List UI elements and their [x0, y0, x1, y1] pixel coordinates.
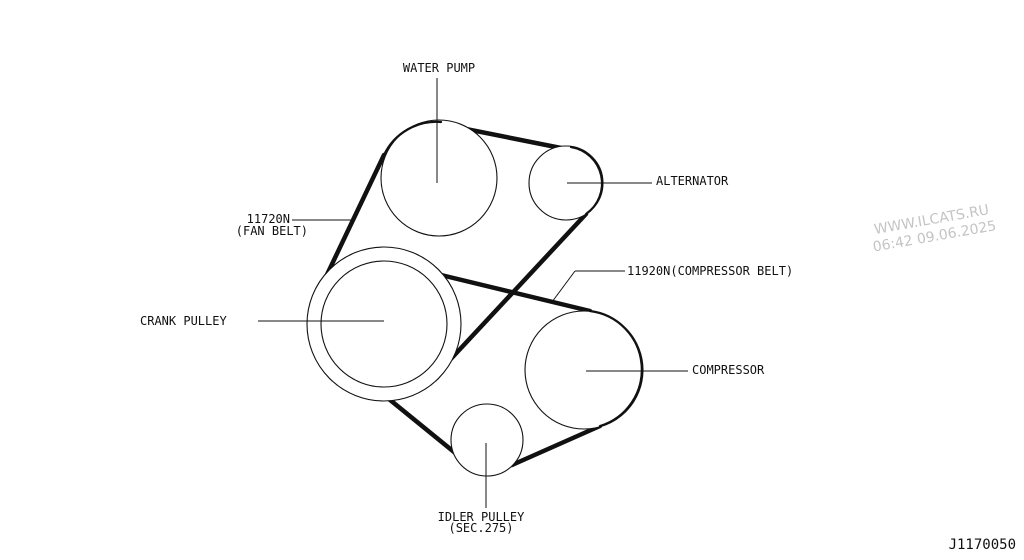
fan-belt-name-label: (FAN BELT)	[236, 224, 308, 238]
fan-belt-wrap-alternator	[569, 145, 604, 216]
fan-belt-right-run	[445, 211, 589, 365]
compressor-belt-label: 11920N(COMPRESSOR BELT)	[627, 264, 793, 278]
compressor-pulley	[524, 310, 644, 430]
figure-id: J1170050	[949, 537, 1016, 553]
watermark: WWW.ILCATS.RU 06:42 09.06.2025	[872, 202, 998, 255]
fan-belt-left-run	[320, 152, 387, 286]
crank-pulley-label: CRANK PULLEY	[140, 314, 227, 328]
crank-pulley-inner-groove	[320, 260, 448, 388]
water-pump-pulley	[380, 119, 498, 237]
idler-pulley-label: IDLER PULLEY	[438, 510, 525, 524]
compressor-label: COMPRESSOR	[692, 363, 765, 377]
belt-wrap-edges	[382, 120, 643, 428]
fan-belt-wrap-water-pump	[382, 120, 443, 157]
idler-section-label: (SEC.275)	[448, 521, 513, 535]
fan-belt-number-label: 11720N	[247, 212, 290, 226]
water-pump-label: WATER PUMP	[403, 61, 475, 75]
compressor-belt-wrap-compressor	[588, 309, 643, 428]
idler-pulley	[450, 403, 524, 477]
leader-lines	[258, 78, 688, 508]
compressor-belt-bottom-run	[509, 423, 603, 468]
alternator-label: ALTERNATOR	[656, 174, 729, 188]
compressor-belt-leader-d	[551, 270, 576, 303]
